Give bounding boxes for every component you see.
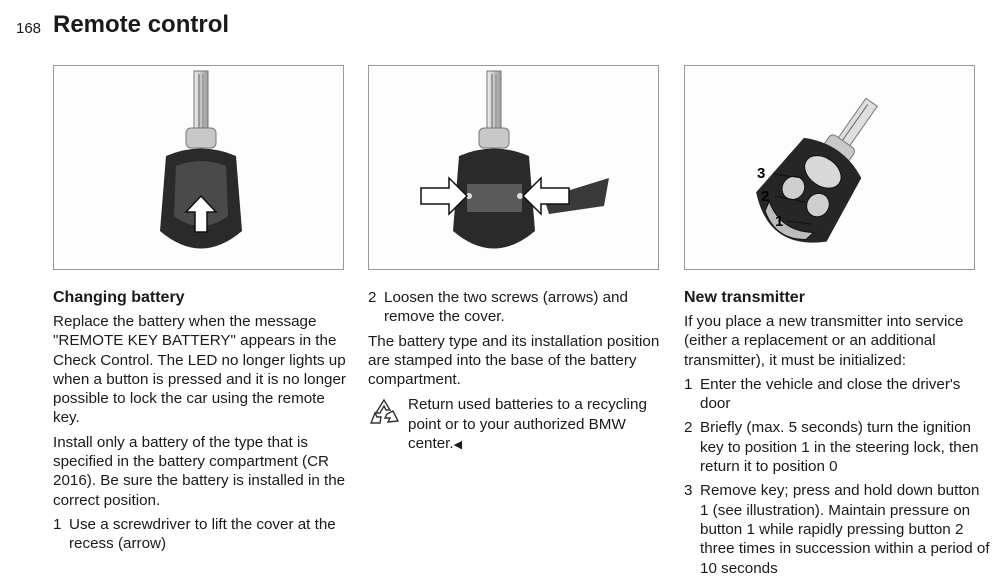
key-battery-arrow-icon [160,70,242,249]
step-text: Remove key; press and hold down button 1… [700,482,990,577]
step-item: 3 Remove key; press and hold down button… [684,481,990,577]
section-heading: Changing battery [53,289,185,306]
page-number: 168 [16,20,42,37]
recycle-icon [369,399,400,425]
key-cover-screws-icon [420,70,609,249]
section-heading: New transmitter [684,289,805,306]
paragraph: Install only a battery of the type that … [53,433,346,509]
recycle-note: Return used batteries to a recycling poi… [368,395,664,455]
end-of-section-icon: ◀ [453,439,463,452]
step-text: Briefly (max. 5 seconds) turn the igniti… [700,419,979,476]
step-text: Enter the vehicle and close the driver's… [700,375,961,413]
step-item: 1 Use a screwdriver to lift the cover at… [53,515,353,554]
step-number: 3 [684,482,693,500]
paragraph: Replace the battery when the message "RE… [53,313,346,427]
paragraph: The battery type and its installation po… [368,332,660,389]
step-item: 2 Loosen the two screws (arrows) and rem… [368,288,664,327]
column-new-transmitter: New transmitter If you place a new trans… [684,288,990,583]
step-text: Use a screwdriver to lift the cover at t… [69,515,336,553]
callout-2: 2 [761,188,769,205]
page-title: Remote control [53,11,230,38]
step-number: 2 [684,419,693,437]
key-buttons-numbered-icon: 3 2 1 [756,97,879,243]
recycle-note-text: Return used batteries to a recycling poi… [408,396,647,453]
column-battery-continued: 2 Loosen the two screws (arrows) and rem… [368,288,664,455]
callout-1: 1 [775,213,783,230]
step-number: 1 [684,375,693,393]
step-number: 1 [53,515,62,533]
paragraph: If you place a new transmitter into serv… [684,313,964,369]
figure-changing-battery: 365de017 [53,65,344,270]
step-item: 2 Briefly (max. 5 seconds) turn the igni… [684,418,990,476]
figure-remove-cover: 365de018 [368,65,659,270]
figure-new-transmitter: 3 2 1 380us014 [684,65,975,270]
callout-3: 3 [757,165,765,182]
step-number: 2 [368,289,377,306]
column-changing-battery: Changing battery Replace the battery whe… [53,288,353,559]
step-text: Loosen the two screws (arrows) and remov… [384,289,628,326]
step-item: 1 Enter the vehicle and close the driver… [684,375,990,414]
